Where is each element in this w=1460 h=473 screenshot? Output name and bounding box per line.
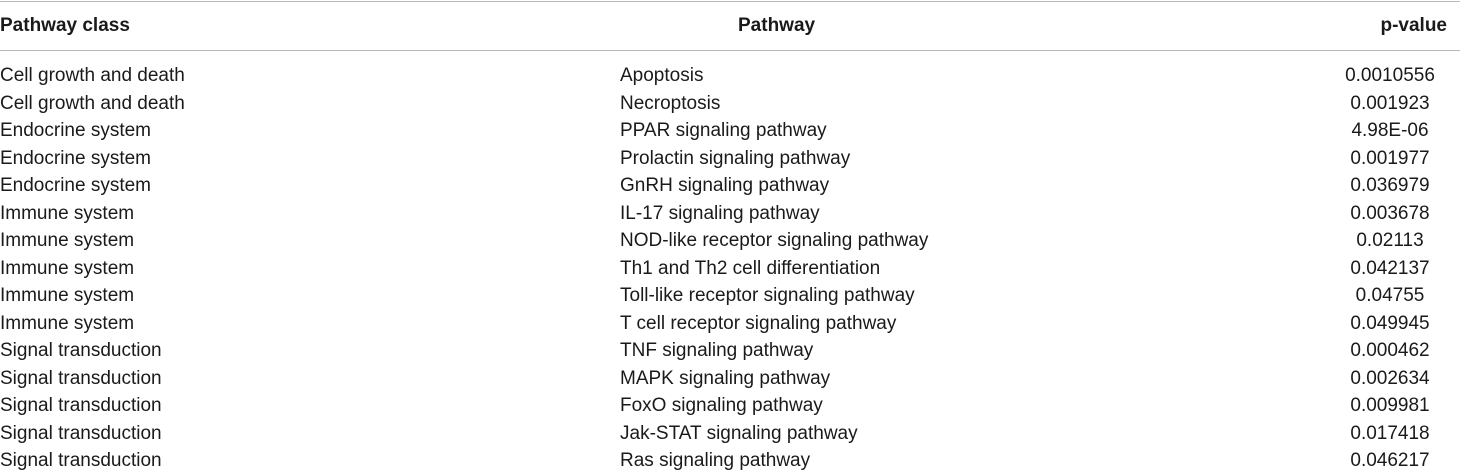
cell-p-value: 0.000462 (1350, 340, 1430, 361)
cell-pathway-class: Endocrine system (0, 175, 152, 196)
header-pathway: Pathway (738, 15, 816, 36)
cell-p-value: 0.001977 (1350, 148, 1430, 169)
header-p-value: p-value (1380, 15, 1447, 36)
cell-pathway-class: Signal transduction (0, 450, 162, 471)
cell-p-value: 0.001923 (1350, 93, 1430, 114)
cell-pathway: Apoptosis (620, 65, 704, 86)
cell-pathway: NOD-like receptor signaling pathway (620, 230, 929, 251)
cell-pathway-class: Immune system (0, 313, 135, 334)
cell-pathway-class: Immune system (0, 258, 135, 279)
cell-pathway-class: Immune system (0, 203, 135, 224)
cell-pathway-class: Signal transduction (0, 395, 162, 416)
cell-p-value: 0.002634 (1350, 368, 1430, 389)
cell-pathway-class: Immune system (0, 230, 135, 251)
cell-p-value: 0.02113 (1356, 230, 1424, 251)
cell-pathway: GnRH signaling pathway (620, 175, 830, 196)
cell-pathway: Toll-like receptor signaling pathway (620, 285, 915, 306)
cell-pathway-class: Cell growth and death (0, 65, 185, 86)
cell-pathway-class: Immune system (0, 285, 135, 306)
cell-pathway: Prolactin signaling pathway (620, 148, 851, 169)
cell-pathway: Jak-STAT signaling pathway (620, 423, 858, 444)
header-pathway-class: Pathway class (0, 15, 130, 36)
cell-pathway: Th1 and Th2 cell differentiation (620, 258, 881, 279)
cell-pathway-class: Signal transduction (0, 368, 162, 389)
cell-p-value: 0.046217 (1350, 450, 1430, 471)
table-top-rule (0, 1, 1460, 2)
header-rule (0, 50, 1460, 51)
cell-p-value: 0.0010556 (1345, 65, 1435, 86)
cell-pathway: MAPK signaling pathway (620, 368, 831, 389)
cell-pathway-class: Endocrine system (0, 148, 152, 169)
cell-p-value: 0.003678 (1350, 203, 1430, 224)
cell-p-value: 0.017418 (1350, 423, 1430, 444)
cell-pathway: IL-17 signaling pathway (620, 203, 820, 224)
cell-p-value: 4.98E-06 (1351, 120, 1429, 141)
cell-pathway: PPAR signaling pathway (620, 120, 827, 141)
cell-pathway-class: Signal transduction (0, 340, 162, 361)
cell-p-value: 0.009981 (1350, 395, 1430, 416)
cell-pathway: Ras signaling pathway (620, 450, 811, 471)
cell-pathway: FoxO signaling pathway (620, 395, 823, 416)
cell-pathway-class: Signal transduction (0, 423, 162, 444)
cell-pathway: T cell receptor signaling pathway (620, 313, 897, 334)
cell-pathway-class: Cell growth and death (0, 93, 185, 114)
cell-pathway: Necroptosis (620, 93, 721, 114)
cell-pathway: TNF signaling pathway (620, 340, 814, 361)
cell-p-value: 0.04755 (1355, 285, 1425, 306)
cell-p-value: 0.042137 (1350, 258, 1430, 279)
cell-p-value: 0.049945 (1350, 313, 1430, 334)
cell-pathway-class: Endocrine system (0, 120, 152, 141)
cell-p-value: 0.036979 (1350, 175, 1430, 196)
